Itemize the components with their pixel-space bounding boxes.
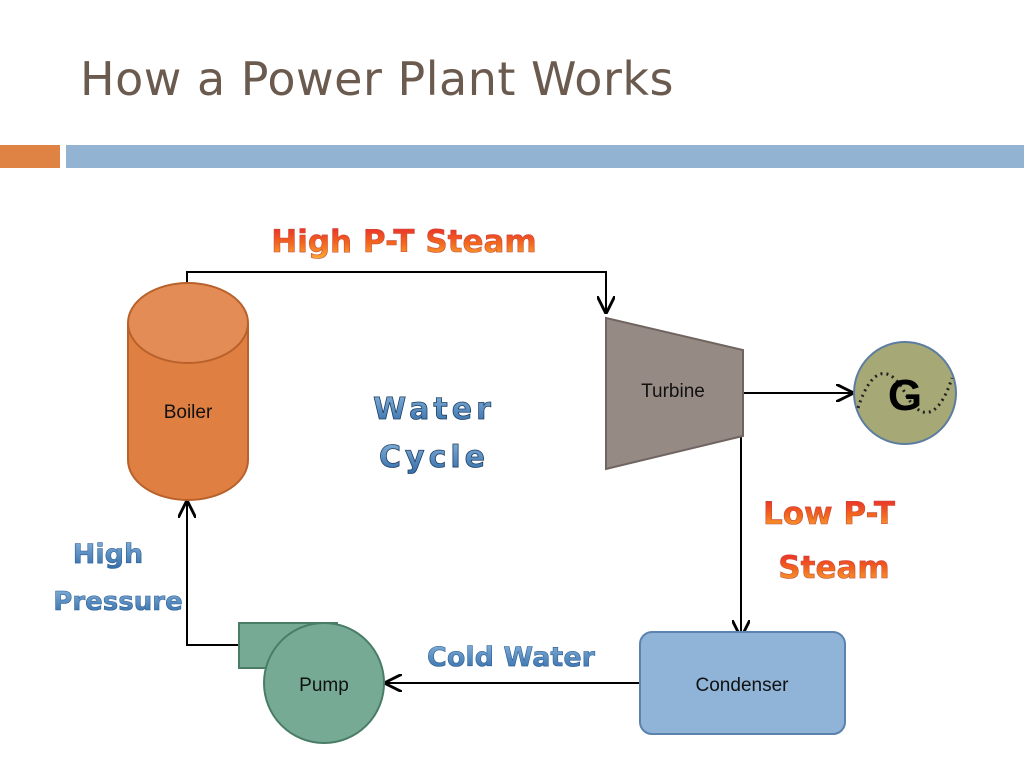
title-accent-bar-orange (0, 145, 60, 168)
slide-title: How a Power Plant Works (80, 52, 674, 106)
label-low-pt-steam-line1: Low P-T (763, 496, 895, 532)
label-water-cycle-line2: Cycle (379, 440, 489, 475)
pipe-boiler-to-turbine (186, 271, 606, 312)
sine-wave-icon (856, 372, 954, 414)
label-high-pressure-line1: High (73, 539, 143, 570)
pump-label: Pump (299, 675, 349, 696)
generator-label: G (888, 371, 922, 420)
boiler: Boiler (127, 282, 249, 501)
label-water-cycle-line1: Water (373, 392, 495, 427)
label-high-pressure-line2: Pressure (53, 587, 182, 617)
condenser-label: Condenser (696, 675, 790, 696)
turbine-label: Turbine (641, 381, 705, 402)
boiler-label: Boiler (164, 402, 213, 423)
pump: Pump (238, 622, 385, 744)
title-accent-bar-blue (66, 145, 1024, 168)
label-cold-water: Cold Water (427, 642, 596, 673)
pipe-pump-to-boiler (187, 502, 240, 646)
turbine: Turbine (605, 316, 744, 471)
label-low-pt-steam-line2: Steam (778, 550, 889, 586)
condenser: Condenser (639, 631, 846, 735)
generator: G (853, 341, 957, 445)
label-high-pt-steam: High P-T Steam (271, 224, 536, 260)
